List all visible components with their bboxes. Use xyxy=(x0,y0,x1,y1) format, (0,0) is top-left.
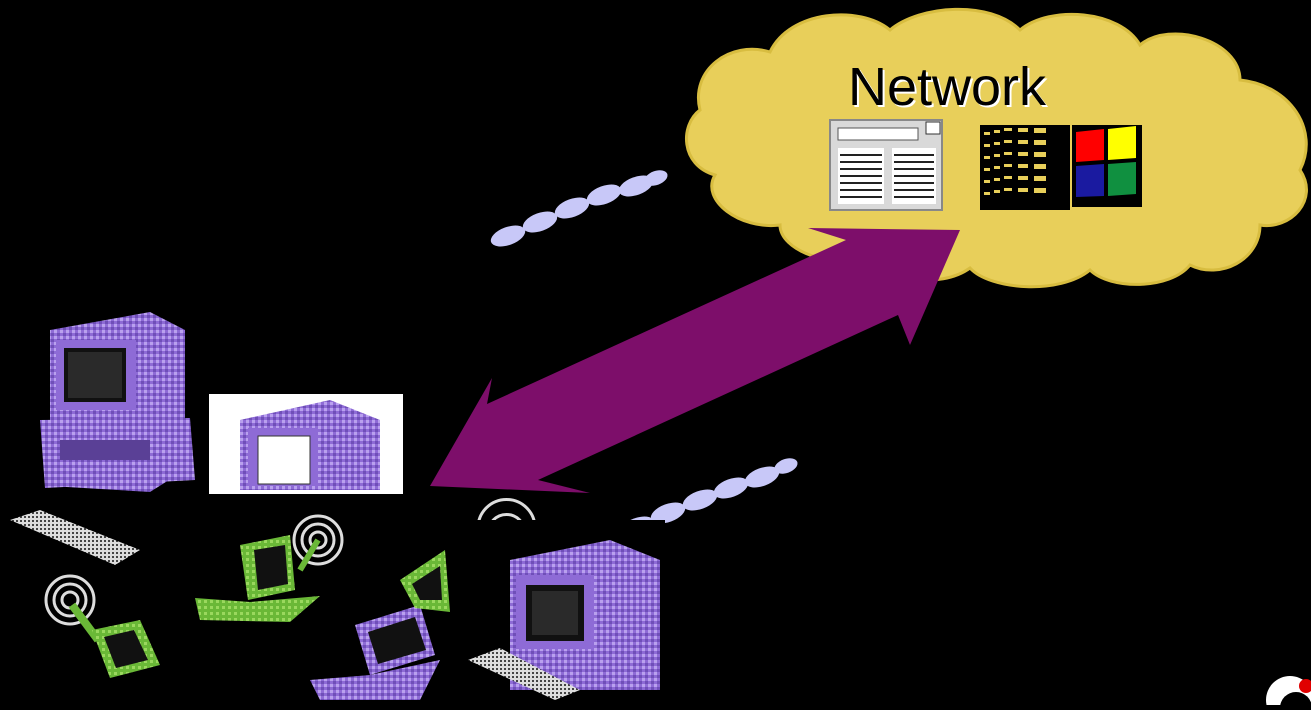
windows-logo-icon xyxy=(980,125,1142,210)
laptop-icon xyxy=(310,605,440,700)
desktop-computer-icon xyxy=(10,312,195,565)
laptop-icon xyxy=(195,514,344,622)
document-icon xyxy=(829,119,943,211)
pda-icon xyxy=(44,574,160,678)
desktop-computer-icon xyxy=(450,520,665,705)
bidirectional-arrow xyxy=(430,228,960,493)
network-label: Network xyxy=(848,57,1047,117)
corner-logo-icon xyxy=(1266,676,1311,710)
desktop-computer-icon xyxy=(209,394,403,494)
signal-dots-upper xyxy=(490,170,668,247)
